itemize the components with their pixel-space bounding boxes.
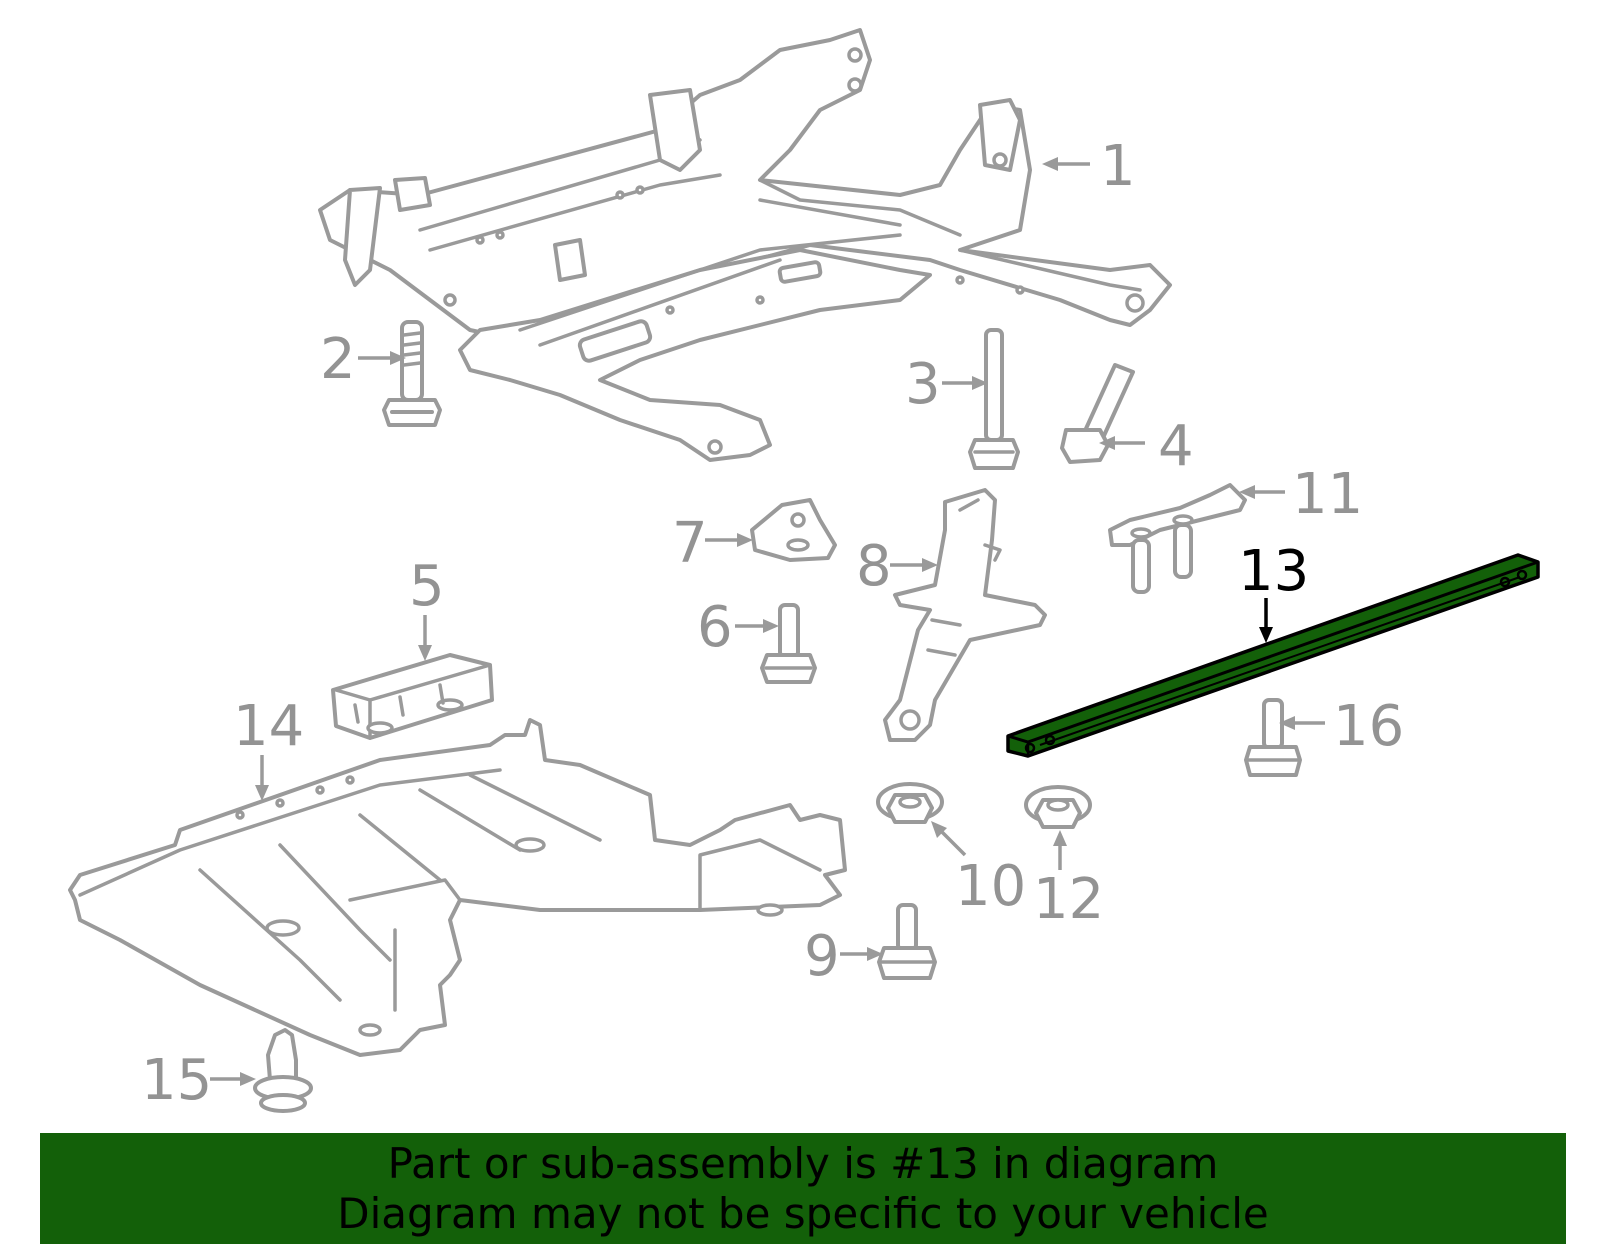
callout-5: 5 (409, 554, 445, 661)
callout-label-10: 10 (955, 854, 1026, 919)
part-15-push-clip[interactable] (253, 1028, 313, 1113)
callout-label-4: 4 (1158, 414, 1194, 479)
part-2-bolt[interactable] (382, 320, 442, 427)
part-13-reinforcement-bar[interactable] (1006, 553, 1540, 758)
callout-label-5: 5 (409, 554, 445, 619)
callout-1: 1 (1042, 134, 1136, 199)
callout-label-16: 16 (1333, 694, 1404, 759)
part-5-bracket[interactable] (331, 653, 494, 740)
callout-9: 9 (804, 924, 883, 989)
callout-4: 4 (1099, 414, 1194, 479)
part-11-stud-bracket[interactable] (1108, 483, 1247, 594)
part-6-bolt[interactable] (760, 603, 817, 684)
callout-15: 15 (141, 1048, 256, 1113)
callout-label-2: 2 (320, 327, 356, 392)
callout-12: 12 (1033, 830, 1104, 932)
callout-label-6: 6 (697, 595, 733, 660)
part-14-splash-shield[interactable] (68, 718, 847, 1057)
callout-label-13: 13 (1238, 539, 1309, 604)
part-1-crossmember[interactable] (318, 28, 1172, 462)
callout-label-14: 14 (233, 694, 304, 759)
callout-10: 10 (931, 821, 1026, 919)
callout-label-8: 8 (856, 534, 892, 599)
part-4-bolt[interactable] (1060, 363, 1135, 464)
callout-8: 8 (856, 534, 938, 599)
callout-7: 7 (672, 511, 753, 576)
part-16-bolt[interactable] (1244, 698, 1302, 777)
part-7-mount[interactable] (750, 498, 837, 562)
banner-line-2: Diagram may not be specific to your vehi… (337, 1188, 1269, 1238)
callout-2: 2 (320, 327, 406, 392)
part-9-bolt[interactable] (877, 903, 937, 980)
callout-11: 11 (1239, 462, 1363, 527)
part-3-bolt[interactable] (968, 328, 1020, 470)
callout-label-12: 12 (1033, 867, 1104, 932)
callout-3: 3 (905, 352, 988, 417)
banner-line-1: Part or sub-assembly is #13 in diagram (387, 1138, 1219, 1188)
part-12-nut[interactable] (1024, 785, 1092, 829)
part-10-nut[interactable] (876, 782, 944, 824)
callout-label-3: 3 (905, 352, 941, 417)
callout-label-11: 11 (1292, 462, 1363, 527)
callout-label-1: 1 (1100, 134, 1136, 199)
callout-label-15: 15 (141, 1048, 212, 1113)
callout-14: 14 (233, 694, 304, 801)
part-notice-banner: Part or sub-assembly is #13 in diagram D… (40, 1133, 1566, 1244)
callout-16: 16 (1279, 694, 1404, 759)
callout-13: 13 (1238, 539, 1309, 643)
callout-6: 6 (697, 595, 779, 660)
callout-label-9: 9 (804, 924, 840, 989)
callout-label-7: 7 (672, 511, 708, 576)
part-8-bracket[interactable] (883, 488, 1047, 742)
